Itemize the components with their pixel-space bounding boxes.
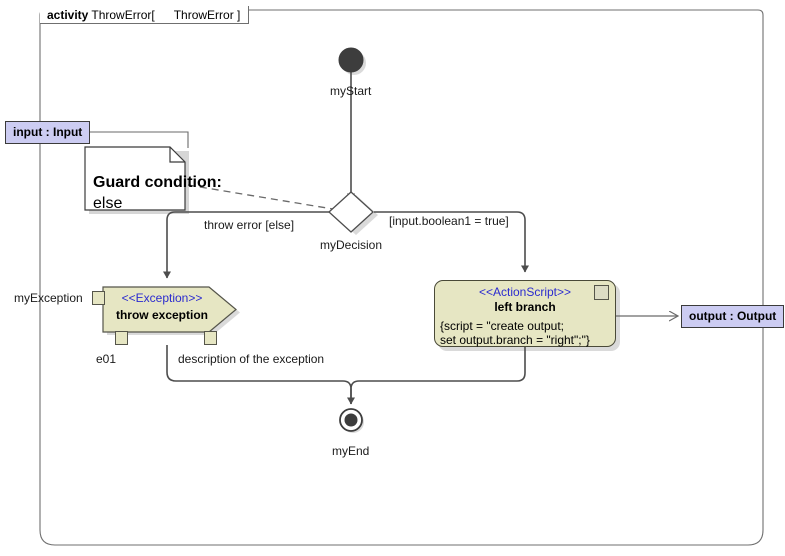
frame-keyword: activity xyxy=(47,7,89,22)
action-name: left branch xyxy=(494,300,556,314)
exception-name: throw exception xyxy=(115,308,208,322)
input-parameter-label: input : Input xyxy=(13,125,83,139)
start-node-label: myStart xyxy=(330,84,372,98)
frame-inner-name: ThrowError ] xyxy=(173,7,241,22)
exception-input-pin[interactable] xyxy=(92,291,105,305)
note-title: Guard condition: xyxy=(93,174,222,191)
edge-decision-to-exception xyxy=(163,211,330,279)
edge-decision-to-action xyxy=(374,211,529,273)
decision-node[interactable] xyxy=(328,191,374,233)
initial-node[interactable] xyxy=(338,47,364,73)
edge-label-boolean-guard: [input.boolean1 = true] xyxy=(389,214,509,228)
note-content: Guard condition: else xyxy=(93,174,222,213)
activity-diagram-icon xyxy=(158,8,171,21)
exception-pin-label-e01: e01 xyxy=(96,352,117,366)
note-anchor-dashed-line xyxy=(187,184,334,210)
script-gear-icon-box[interactable] xyxy=(594,285,609,300)
note-fold-corner xyxy=(169,147,185,163)
exception-output-pin-description[interactable] xyxy=(204,331,217,345)
edge-input-connector xyxy=(81,131,189,148)
activity-frame-title: activity ThrowError[ ThrowError ] xyxy=(40,6,250,24)
edge-exception-to-end xyxy=(166,345,355,405)
edge-label-throw-error: throw error [else] xyxy=(204,218,295,232)
output-parameter-node[interactable]: output : Output xyxy=(681,305,785,328)
input-parameter-node[interactable]: input : Input xyxy=(5,121,91,144)
action-script-line-2: set output.branch = "right";"} xyxy=(440,333,590,347)
exception-node-label: myException xyxy=(14,291,83,305)
exception-node-shape[interactable] xyxy=(102,286,237,333)
decision-node-label: myDecision xyxy=(320,238,383,252)
action-script-line-1: {script = "create output; xyxy=(440,319,564,333)
frame-name: ThrowError[ xyxy=(91,7,155,22)
action-script-node[interactable] xyxy=(434,280,616,347)
exception-output-pin-e01[interactable] xyxy=(115,331,128,345)
end-node-label: myEnd xyxy=(332,444,370,458)
output-parameter-label: output : Output xyxy=(689,309,777,323)
note-body: else xyxy=(93,195,123,212)
final-node-inner xyxy=(344,413,358,427)
exception-stereotype: <<Exception>> xyxy=(121,291,203,305)
action-script-body: {script = "create output; set output.bra… xyxy=(440,319,615,347)
exception-description-label: description of the exception xyxy=(178,352,325,366)
note-shape[interactable] xyxy=(84,146,186,211)
edge-action-to-end xyxy=(350,347,526,404)
action-stereotype: <<ActionScript>> xyxy=(478,285,572,299)
activity-frame-border xyxy=(39,9,764,546)
